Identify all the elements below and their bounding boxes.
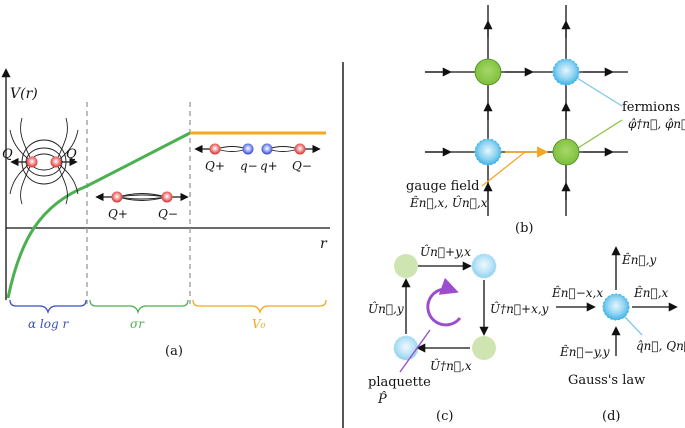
- panel-d-label: (d): [602, 409, 620, 424]
- panel-b-label: (b): [515, 221, 533, 236]
- gauss-right-field: Ên⃗,x: [633, 285, 669, 300]
- string-charge-plus: [111, 191, 123, 203]
- dipole-charge-right: [50, 156, 62, 168]
- gauss-left-field: Ên⃗−x,x: [551, 285, 603, 300]
- site-green-br: [552, 138, 580, 166]
- plaquette-circulation-icon: [426, 277, 462, 327]
- gauss-bottom-field: Ên⃗−y,y: [559, 344, 610, 359]
- plaquette-pointer: [399, 329, 431, 373]
- gauss-site: [602, 293, 630, 321]
- string-minus-label: Q−: [158, 207, 178, 221]
- plaquette-site-br: [472, 336, 496, 360]
- broken-label-3: Q−: [292, 159, 312, 173]
- broken-qplus: [261, 143, 273, 155]
- fermion-pointer-1: [576, 77, 623, 107]
- region-label-flat: V₀: [252, 317, 266, 331]
- y-axis-label: V(r): [10, 86, 38, 102]
- panel-b: fermions φ̂†n⃗, φ̂n⃗ gauge field Ên⃗,x, …: [406, 5, 685, 236]
- string-plus-label: Q+: [108, 207, 128, 221]
- site-blue-bl: [474, 138, 502, 166]
- fermion-fields: φ̂†n⃗, φ̂n⃗: [628, 117, 685, 131]
- brace-linear: [89, 299, 189, 315]
- plaquette-bottom-op: Û†n⃗,x: [430, 357, 472, 373]
- panel-a-label: (a): [165, 344, 183, 359]
- broken-label-1: q−: [240, 159, 258, 173]
- string-charge-minus: [161, 191, 173, 203]
- x-axis-label: r: [320, 236, 328, 252]
- gauss-title: Gauss's law: [568, 373, 645, 388]
- gauge-field-label: gauge field: [406, 179, 479, 194]
- flux-string: [117, 193, 167, 201]
- panel-d: Ên⃗,y Ên⃗−x,x Ên⃗,x Ên⃗−y,y q̂n⃗, Qn⃗ Ga…: [551, 246, 685, 424]
- gauge-pointer: [481, 151, 526, 187]
- fermions-label: fermions: [622, 100, 680, 115]
- dipole-charge-left: [26, 156, 38, 168]
- broken-Qminus: [294, 143, 306, 155]
- broken-Qplus: [209, 143, 221, 155]
- plaquette-label: plaquette: [368, 375, 431, 390]
- broken-label-0: Q+: [205, 159, 225, 173]
- plaquette-left-op: Ûn⃗,y: [368, 300, 404, 316]
- plaquette-right-op: Û†n⃗+x,y: [490, 300, 549, 316]
- broken-qminus: [242, 143, 254, 155]
- dipole-left-label: Q: [2, 147, 13, 162]
- fermion-pointer-2: [577, 119, 623, 149]
- plaquette-op: P̂: [377, 391, 387, 407]
- brace-flat: [192, 299, 327, 315]
- panel-a: V(r) r Q Q: [1, 68, 330, 359]
- site-blue-tr: [552, 58, 580, 86]
- plaquette-site-tr: [471, 253, 497, 279]
- plaquette-top-op: Ûn⃗+y,x: [420, 243, 471, 259]
- potential-curve: [6, 131, 191, 299]
- site-green-tl: [474, 58, 502, 86]
- broken-strings: [216, 146, 299, 152]
- gauss-top-field: Ên⃗,y: [621, 252, 657, 267]
- gauge-field-ops: Ên⃗,x, Ûn⃗,x: [409, 194, 488, 210]
- region-label-log: α log r: [28, 317, 69, 331]
- panel-c: Ûn⃗+y,x Û†n⃗+x,y Û†n⃗,x Ûn⃗,y plaquette …: [368, 243, 549, 424]
- gauss-charge-label: q̂n⃗, Qn⃗: [636, 339, 685, 353]
- dipole-right-label: Q: [66, 147, 77, 162]
- gauss-charge-pointer: [623, 315, 643, 336]
- broken-label-2: q+: [260, 159, 278, 173]
- plaquette-site-bl: [393, 335, 419, 361]
- region-label-linear: σr: [130, 317, 145, 331]
- brace-log: [9, 299, 87, 315]
- plaquette-site-tl: [394, 254, 418, 278]
- panel-c-label: (c): [436, 409, 453, 424]
